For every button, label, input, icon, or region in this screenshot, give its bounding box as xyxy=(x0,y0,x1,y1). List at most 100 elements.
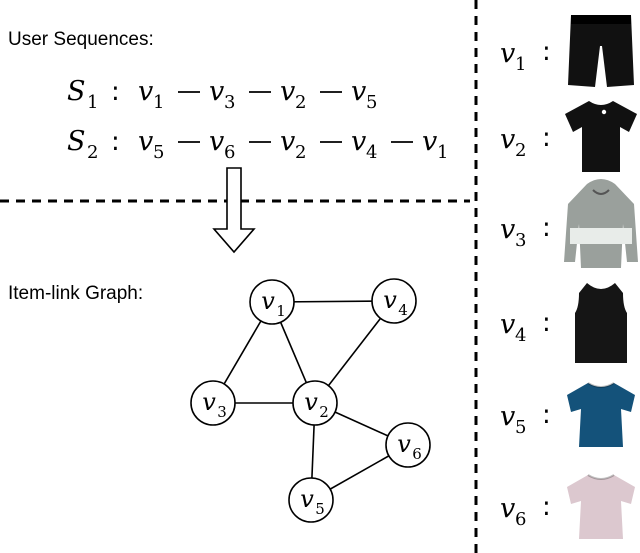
item-symbol: v xyxy=(138,76,153,107)
node-index: 3 xyxy=(217,403,227,421)
item-index: 3 xyxy=(224,92,235,113)
item-symbol: v xyxy=(280,126,295,157)
catalog-index: 3 xyxy=(515,230,526,251)
item-symbol: v xyxy=(351,76,366,107)
item-symbol: v xyxy=(351,126,366,157)
catalog-symbol: v xyxy=(500,124,515,155)
sequence-index: 1 xyxy=(87,92,98,113)
node-index: 6 xyxy=(412,445,422,463)
item-index: 4 xyxy=(366,142,377,163)
node-symbol: v xyxy=(300,485,314,513)
blouse-collar xyxy=(587,382,615,388)
catalog-symbol: v xyxy=(500,214,515,245)
tag-dot xyxy=(601,109,607,115)
item-index: 5 xyxy=(366,92,377,113)
hoodie-stripe xyxy=(570,228,632,244)
node-symbol: v xyxy=(261,287,275,315)
blouse-icon xyxy=(567,382,635,447)
node-circle xyxy=(249,279,295,325)
node-index: 5 xyxy=(315,500,325,518)
item-index: 2 xyxy=(295,142,306,163)
node-symbol: v xyxy=(304,388,318,416)
node-circle xyxy=(371,278,417,324)
hoodie-icon xyxy=(564,179,638,268)
node-index: 1 xyxy=(276,302,286,320)
colon-separator: : xyxy=(542,308,551,338)
tank-shape xyxy=(575,283,627,363)
item-symbol: v xyxy=(422,126,437,157)
catalog-index: 6 xyxy=(515,509,526,530)
catalog-index: 2 xyxy=(515,140,526,161)
tshirt-icon xyxy=(565,101,637,172)
catalog-index: 4 xyxy=(515,325,526,346)
tank-top-icon xyxy=(575,283,627,363)
item-symbol: v xyxy=(209,76,224,107)
item-symbol: v xyxy=(209,126,224,157)
sequence-name: S xyxy=(67,126,86,157)
colon-separator: : xyxy=(542,400,551,430)
node-symbol: v xyxy=(202,388,216,416)
catalog-index: 5 xyxy=(515,417,526,438)
node-circle xyxy=(292,380,338,426)
item-index: 1 xyxy=(153,92,164,113)
user-sequences-heading: User Sequences: xyxy=(8,29,154,50)
node-circle xyxy=(288,477,334,523)
item-index: 1 xyxy=(437,142,448,163)
tshirt-shape xyxy=(565,101,637,172)
item-symbol: v xyxy=(138,126,153,157)
colon-separator: : xyxy=(542,213,551,243)
node-symbol: v xyxy=(383,286,397,314)
sequence-name: S xyxy=(67,76,86,107)
blouse-shape xyxy=(567,383,635,447)
sequence-index: 2 xyxy=(87,142,98,163)
node-index: 2 xyxy=(319,403,329,421)
waistband xyxy=(571,15,631,24)
catalog-symbol: v xyxy=(500,38,515,69)
colon-separator: : xyxy=(111,127,120,157)
colon-separator: : xyxy=(542,492,551,522)
blouse-icon xyxy=(567,474,635,539)
colon-separator: : xyxy=(111,77,120,107)
item-index: 2 xyxy=(295,92,306,113)
item-index: 6 xyxy=(224,142,235,163)
blouse-shape xyxy=(567,475,635,539)
colon-separator: : xyxy=(542,37,551,67)
item-link-graph-heading: Item-link Graph: xyxy=(8,283,144,304)
node-circle xyxy=(385,422,431,468)
node-symbol: v xyxy=(397,430,411,458)
catalog-index: 1 xyxy=(515,54,526,75)
node-circle xyxy=(190,380,236,426)
hoodie-shape xyxy=(564,179,638,268)
item-index: 5 xyxy=(153,142,164,163)
blouse-collar xyxy=(587,474,615,480)
node-index: 4 xyxy=(398,301,408,319)
catalog-symbol: v xyxy=(500,493,515,524)
shorts-shape xyxy=(568,15,634,87)
colon-separator: : xyxy=(542,123,551,153)
